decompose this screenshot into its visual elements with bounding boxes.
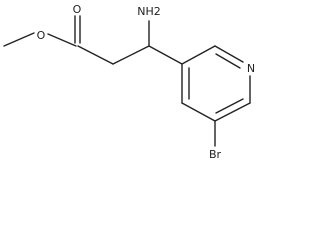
bond-methyl-oxygen (3, 32, 35, 47)
ring-inner-double-c6-c5 (215, 98, 244, 114)
label-amine: NH2 (137, 5, 161, 18)
label-ester-oxygen: O (37, 29, 46, 42)
bond-ch-ring (148, 45, 183, 65)
ring-inner-double-c2-n (215, 53, 241, 69)
molecule-structure: NH2 O O N Br (3, 3, 255, 161)
bond-carbonyl-ch2 (77, 45, 114, 65)
ring-bond-c2-n (214, 45, 244, 63)
label-carbonyl-oxygen: O (73, 3, 82, 16)
ring-bond-c3-c2 (181, 45, 216, 65)
bond-ch2-ch (112, 45, 150, 65)
bond-oxygen-carbonyl (47, 33, 77, 47)
label-bromine: Br (209, 148, 222, 161)
ring-bond-c5-c4 (181, 102, 216, 122)
label-ring-nitrogen: N (247, 62, 255, 75)
ring-bond-c6-c5 (214, 102, 251, 122)
